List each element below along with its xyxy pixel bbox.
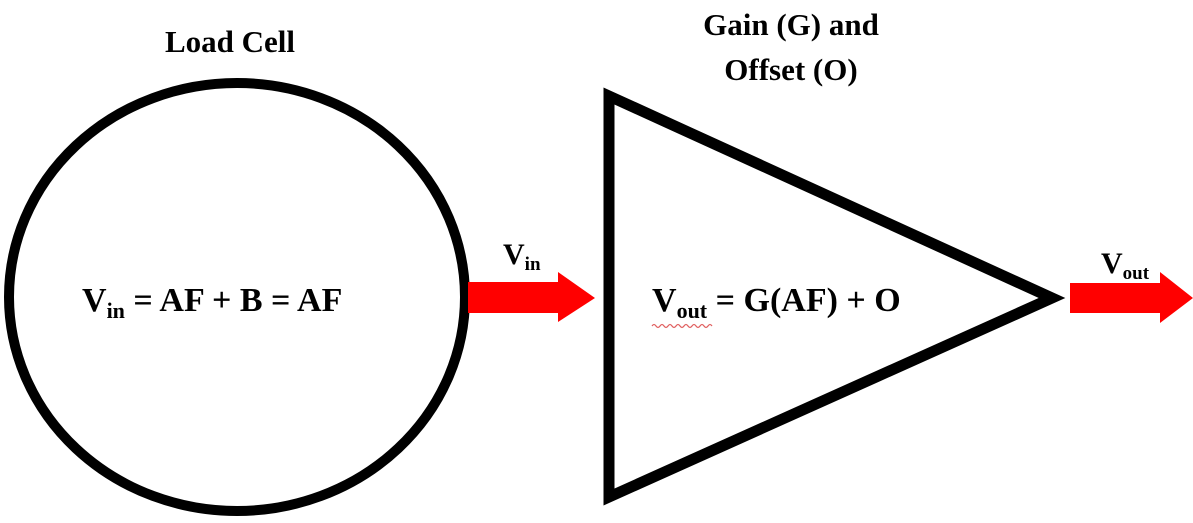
load-cell-eq-rest: = AF + B = AF [125,282,342,319]
input-arrow [468,272,595,322]
output-arrow-label-subscript: out [1123,263,1150,284]
amplifier-eq-subscript: out [677,298,708,323]
output-arrow-label: Vout [1101,247,1150,284]
spellcheck-underline [651,323,713,329]
load-cell-title: Load Cell [165,24,295,59]
amplifier-equation: Vout = G(AF) + O [652,282,901,323]
input-arrow-label-subscript: in [525,254,541,275]
amplifier-title-line1: Gain (G) and [703,7,879,42]
input-arrow-label-v: V [503,238,525,271]
load-cell-eq-subscript: in [107,298,125,323]
amplifier-eq-rest: = G(AF) + O [707,282,901,319]
amplifier-eq-v: V [652,282,677,319]
amplifier-triangle [603,87,1066,506]
load-cell-equation: Vin = AF + B = AF [82,282,342,323]
output-arrow-label-v: V [1101,247,1123,280]
input-arrow-label: Vin [503,238,541,275]
output-arrow [1070,272,1193,323]
load-cell-eq-v: V [82,282,107,319]
load-cell-circle [4,78,470,516]
amplifier-title-line2: Offset (O) [724,52,857,87]
